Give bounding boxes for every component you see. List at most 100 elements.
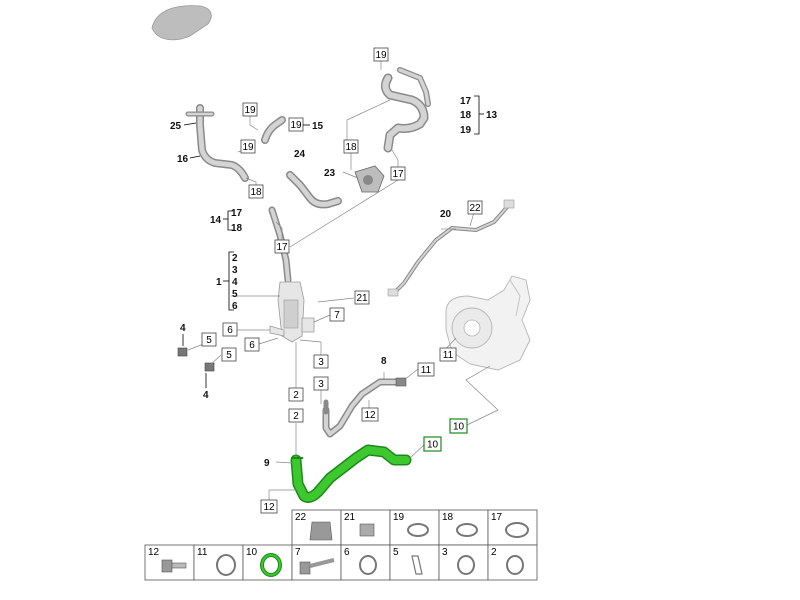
callout-3-label[interactable]: 3 — [232, 265, 238, 276]
callout-7-box[interactable]: 7 — [329, 307, 345, 322]
callout-3-label: 3 — [318, 379, 324, 390]
legend-number: 7 — [295, 547, 301, 558]
callout-19-label: 19 — [290, 120, 302, 131]
callout-11-label: 11 — [421, 365, 432, 376]
callout-17-label[interactable]: 17 — [231, 208, 243, 219]
callout-3-box[interactable]: 3 — [313, 376, 329, 391]
callout-2-box[interactable]: 2 — [288, 387, 304, 402]
callout-24-label[interactable]: 24 — [294, 149, 306, 160]
legend-cell-2[interactable]: 2 — [487, 544, 538, 581]
callout-19-label: 19 — [242, 142, 254, 153]
callout-3-box[interactable]: 3 — [313, 354, 329, 369]
legend-cell-19[interactable]: 19 — [389, 509, 440, 546]
callout-18-box[interactable]: 18 — [343, 139, 359, 154]
callout-19-box[interactable]: 19 — [240, 139, 256, 154]
callout-22-box[interactable]: 22 — [467, 200, 483, 215]
callout-17-box[interactable]: 17 — [274, 239, 290, 254]
callout-7-label: 7 — [334, 310, 340, 321]
callout-2-label: 2 — [293, 390, 299, 401]
legend-cell-10-highlighted[interactable]: 10 — [242, 544, 293, 581]
callout-2-box[interactable]: 2 — [288, 408, 304, 423]
callout-10-label: 10 — [427, 440, 439, 451]
callout-12-box[interactable]: 12 — [361, 407, 379, 422]
legend-number: 6 — [344, 547, 350, 558]
callout-11-label: 11 — [443, 350, 454, 361]
callout-1-label[interactable]: 1 — [216, 277, 222, 288]
callout-18-box[interactable]: 18 — [248, 184, 264, 199]
callout-18-label[interactable]: 18 — [460, 110, 472, 121]
callout-6-label: 6 — [227, 325, 233, 336]
callout-11-box[interactable]: 11 — [417, 362, 435, 377]
legend-cell-12[interactable]: 12 — [144, 544, 195, 581]
legend-cell-6[interactable]: 6 — [340, 544, 391, 581]
callout-19-label[interactable]: 19 — [460, 125, 472, 136]
callout-17-label: 17 — [392, 169, 404, 180]
callout-17-box[interactable]: 17 — [390, 166, 406, 181]
callout-5-label: 5 — [206, 335, 212, 346]
legend-cell-11[interactable]: 11 — [193, 544, 244, 581]
callout-6-label: 6 — [249, 340, 255, 351]
callout-25-label[interactable]: 25 — [170, 121, 182, 132]
callout-22-label: 22 — [469, 203, 481, 214]
legend-number: 18 — [442, 512, 454, 523]
callout-23-label[interactable]: 23 — [324, 168, 336, 179]
callout-18-label: 18 — [250, 187, 262, 198]
callout-5-box[interactable]: 5 — [221, 347, 237, 362]
callout-15-label[interactable]: 15 — [312, 121, 324, 132]
callout-2-label[interactable]: 2 — [232, 253, 238, 264]
legend-number: 5 — [393, 547, 399, 558]
callout-6-box[interactable]: 6 — [244, 337, 260, 352]
callout-16-label[interactable]: 16 — [177, 154, 189, 165]
hose-9-highlighted-part — [290, 444, 412, 503]
hose-24-part — [286, 171, 342, 209]
leader-lines — [187, 60, 499, 500]
legend-cell-22[interactable]: 22 — [291, 509, 342, 546]
callout-18-label[interactable]: 18 — [231, 223, 243, 234]
callout-12-label: 12 — [364, 410, 376, 421]
callout-19-box[interactable]: 19 — [373, 47, 389, 62]
legend-cell-17[interactable]: 17 — [487, 509, 538, 546]
valve-23-part — [354, 165, 385, 193]
callout-8-label[interactable]: 8 — [381, 356, 387, 367]
clamp-left-parts — [177, 347, 215, 372]
callout-12-box[interactable]: 12 — [260, 499, 278, 514]
callout-9-label[interactable]: 9 — [264, 458, 270, 469]
callout-6-box[interactable]: 6 — [222, 322, 238, 337]
callout-19-label: 19 — [244, 105, 256, 116]
callout-5-box[interactable]: 5 — [201, 332, 217, 347]
callout-3-label: 3 — [318, 357, 324, 368]
callout-19-box[interactable]: 19 — [242, 102, 258, 117]
callout-4-label[interactable]: 4 — [180, 323, 186, 334]
callout-20-label[interactable]: 20 — [440, 209, 452, 220]
legend-number: 2 — [491, 547, 497, 558]
legend-cell-5[interactable]: 5 — [389, 544, 440, 581]
callout-4-label[interactable]: 4 — [232, 277, 238, 288]
callout-10-box-highlighted[interactable]: 10 — [423, 436, 442, 452]
callout-14-label[interactable]: 14 — [210, 215, 222, 226]
legend-number: 17 — [491, 512, 503, 523]
callout-11-box[interactable]: 11 — [439, 347, 457, 362]
callout-17-label[interactable]: 17 — [460, 96, 472, 107]
callout-10-box-highlighted[interactable]: 10 — [449, 418, 468, 434]
callout-5-label[interactable]: 5 — [232, 289, 238, 300]
callout-17-label: 17 — [276, 242, 288, 253]
callout-4-label[interactable]: 4 — [203, 390, 209, 401]
callout-19-box[interactable]: 19 — [288, 117, 304, 132]
legend-cell-7[interactable]: 7 — [291, 544, 342, 581]
callout-21-box[interactable]: 21 — [354, 290, 370, 305]
callout-6-label[interactable]: 6 — [232, 301, 238, 312]
callout-10-label: 10 — [453, 422, 465, 433]
callout-18-label: 18 — [345, 142, 357, 153]
pipe-20-part — [387, 199, 515, 297]
callout-13-label[interactable]: 13 — [486, 110, 498, 121]
parts-legend-table: 22 21 19 18 17 12 — [144, 509, 538, 581]
legend-cell-18[interactable]: 18 — [438, 509, 489, 546]
legend-cell-21[interactable]: 21 — [340, 509, 391, 546]
legend-cell-3[interactable]: 3 — [438, 544, 489, 581]
legend-number: 10 — [246, 547, 258, 558]
callout-12-label: 12 — [263, 502, 275, 513]
hose-13-part — [380, 67, 431, 153]
legend-number: 21 — [344, 512, 356, 523]
legend-number: 22 — [295, 512, 307, 523]
callout-19-label: 19 — [375, 50, 387, 61]
